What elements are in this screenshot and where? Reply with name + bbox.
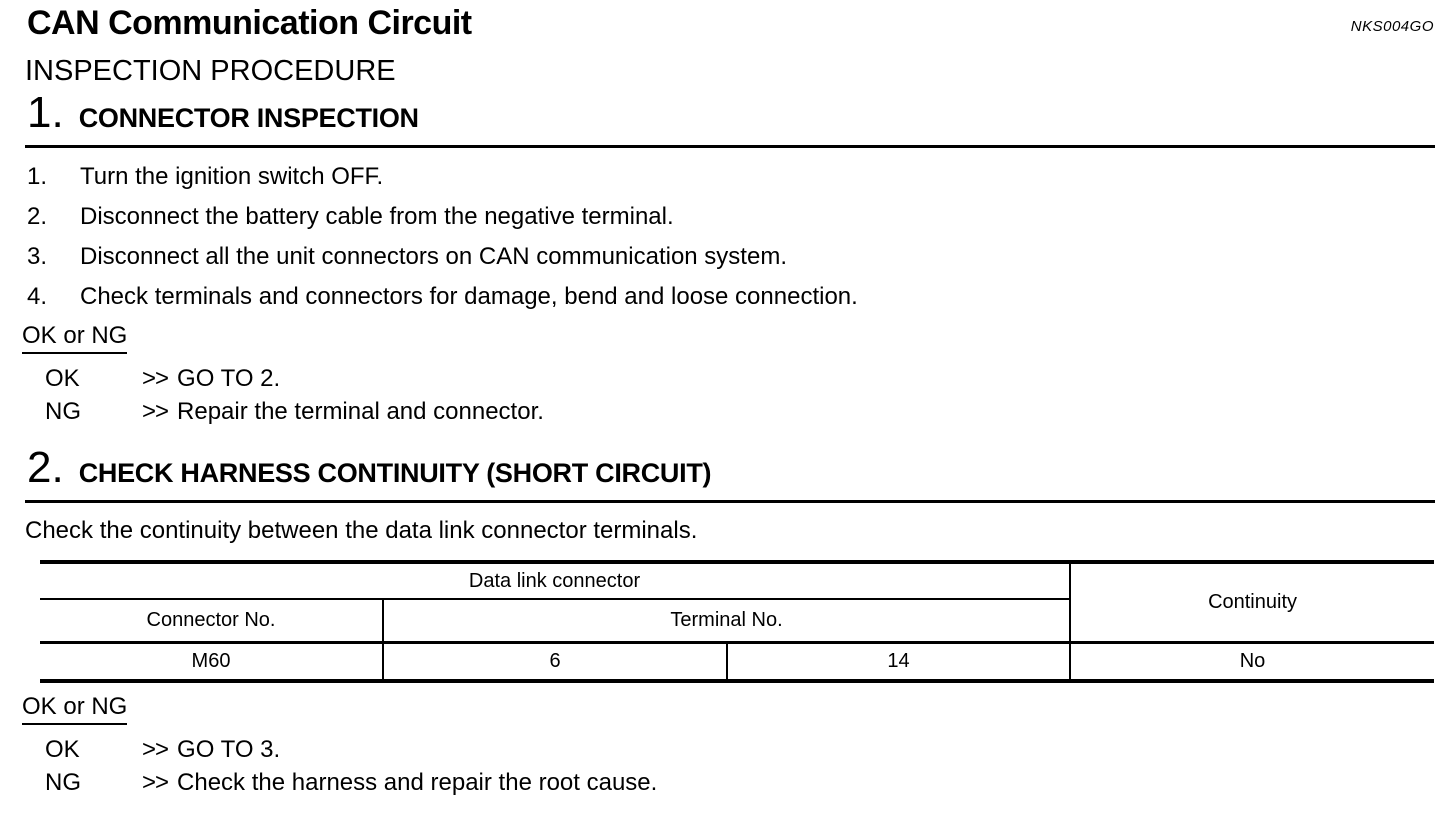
table-cell-continuity-value: No — [1069, 642, 1435, 681]
section-1-title: CONNECTOR INSPECTION — [78, 103, 419, 133]
section-2-number: 2. — [27, 443, 64, 492]
result-arrow: >> — [142, 365, 169, 392]
results-block: OK >> GO TO 2. NG >> Repair the terminal… — [45, 366, 1456, 425]
result-label: NG — [45, 769, 81, 796]
continuity-table: Data link connector Continuity Connector… — [40, 560, 1435, 683]
title-row: CAN Communication Circuit NKS004GO — [27, 5, 1434, 41]
list-item: 2. Disconnect the battery cable from the… — [27, 204, 1456, 230]
table-row: M60 6 14 No — [40, 642, 1435, 681]
table-cell-terminal-1: 6 — [382, 642, 727, 681]
results-block: OK >> GO TO 3. NG >> Check the harness a… — [45, 737, 1456, 796]
result-line-ok: OK >> GO TO 2. — [45, 366, 1456, 392]
section-1-number: 1. — [27, 88, 64, 137]
table-row-group-header: Data link connector Continuity — [40, 562, 1435, 644]
list-item-text: Check terminals and connectors for damag… — [80, 283, 858, 310]
result-arrow: >> — [142, 769, 169, 796]
result-line-ng: NG >> Check the harness and repair the r… — [45, 770, 1456, 796]
table-cell-connector-no-header: Connector No. — [40, 599, 383, 644]
result-text: GO TO 3. — [177, 736, 281, 763]
section-1-heading: 1. CONNECTOR INSPECTION — [27, 90, 1456, 136]
list-item: 3. Disconnect all the unit connectors on… — [27, 244, 1456, 270]
horizontal-rule — [25, 145, 1435, 148]
doc-code: NKS004GO — [1350, 18, 1434, 35]
subtitle-inspection-procedure: INSPECTION PROCEDURE — [25, 55, 396, 87]
result-text: GO TO 2. — [177, 365, 281, 392]
result-text: Check the harness and repair the root ca… — [177, 769, 658, 796]
page-title: CAN Communication Circuit — [27, 4, 472, 42]
table-cell-continuity-header: Continuity — [1069, 562, 1435, 644]
list-item-text: Turn the ignition switch OFF. — [80, 163, 384, 190]
list-item: 1. Turn the ignition switch OFF. — [27, 164, 1456, 190]
result-text: Repair the terminal and connector. — [177, 398, 544, 425]
list-item-number: 4. — [27, 283, 48, 310]
result-label: OK — [45, 736, 80, 763]
result-arrow: >> — [142, 736, 169, 763]
result-label: NG — [45, 398, 81, 425]
section-2-heading: 2. CHECK HARNESS CONTINUITY (SHORT CIRCU… — [27, 445, 1456, 491]
section-2-title: CHECK HARNESS CONTINUITY (SHORT CIRCUIT) — [78, 458, 712, 488]
section-2-intro: Check the continuity between the data li… — [25, 517, 698, 544]
list-item-text: Disconnect the battery cable from the ne… — [80, 203, 674, 230]
result-label: OK — [45, 365, 80, 392]
table-cell-terminal-2: 14 — [725, 642, 1071, 681]
list-item-number: 1. — [27, 163, 48, 190]
ok-or-ng-label: OK or NG — [22, 324, 128, 354]
list-item: 4. Check terminals and connectors for da… — [27, 284, 1456, 310]
ok-or-ng-label: OK or NG — [22, 695, 128, 725]
result-line-ng: NG >> Repair the terminal and connector. — [45, 399, 1456, 425]
list-item-number: 2. — [27, 203, 48, 230]
horizontal-rule — [25, 500, 1435, 503]
table-cell-data-link-connector: Data link connector — [40, 562, 1071, 600]
list-item-number: 3. — [27, 243, 48, 270]
table-row-column-headers: Connector No. Terminal No. — [40, 599, 1434, 644]
procedure-list: 1. Turn the ignition switch OFF. 2. Disc… — [27, 164, 1456, 310]
table-cell-terminal-no-header: Terminal No. — [381, 599, 1071, 644]
result-line-ok: OK >> GO TO 3. — [45, 737, 1456, 763]
table-cell-connector-no: M60 — [191, 649, 231, 672]
list-item-text: Disconnect all the unit connectors on CA… — [80, 243, 787, 270]
result-arrow: >> — [142, 398, 169, 425]
